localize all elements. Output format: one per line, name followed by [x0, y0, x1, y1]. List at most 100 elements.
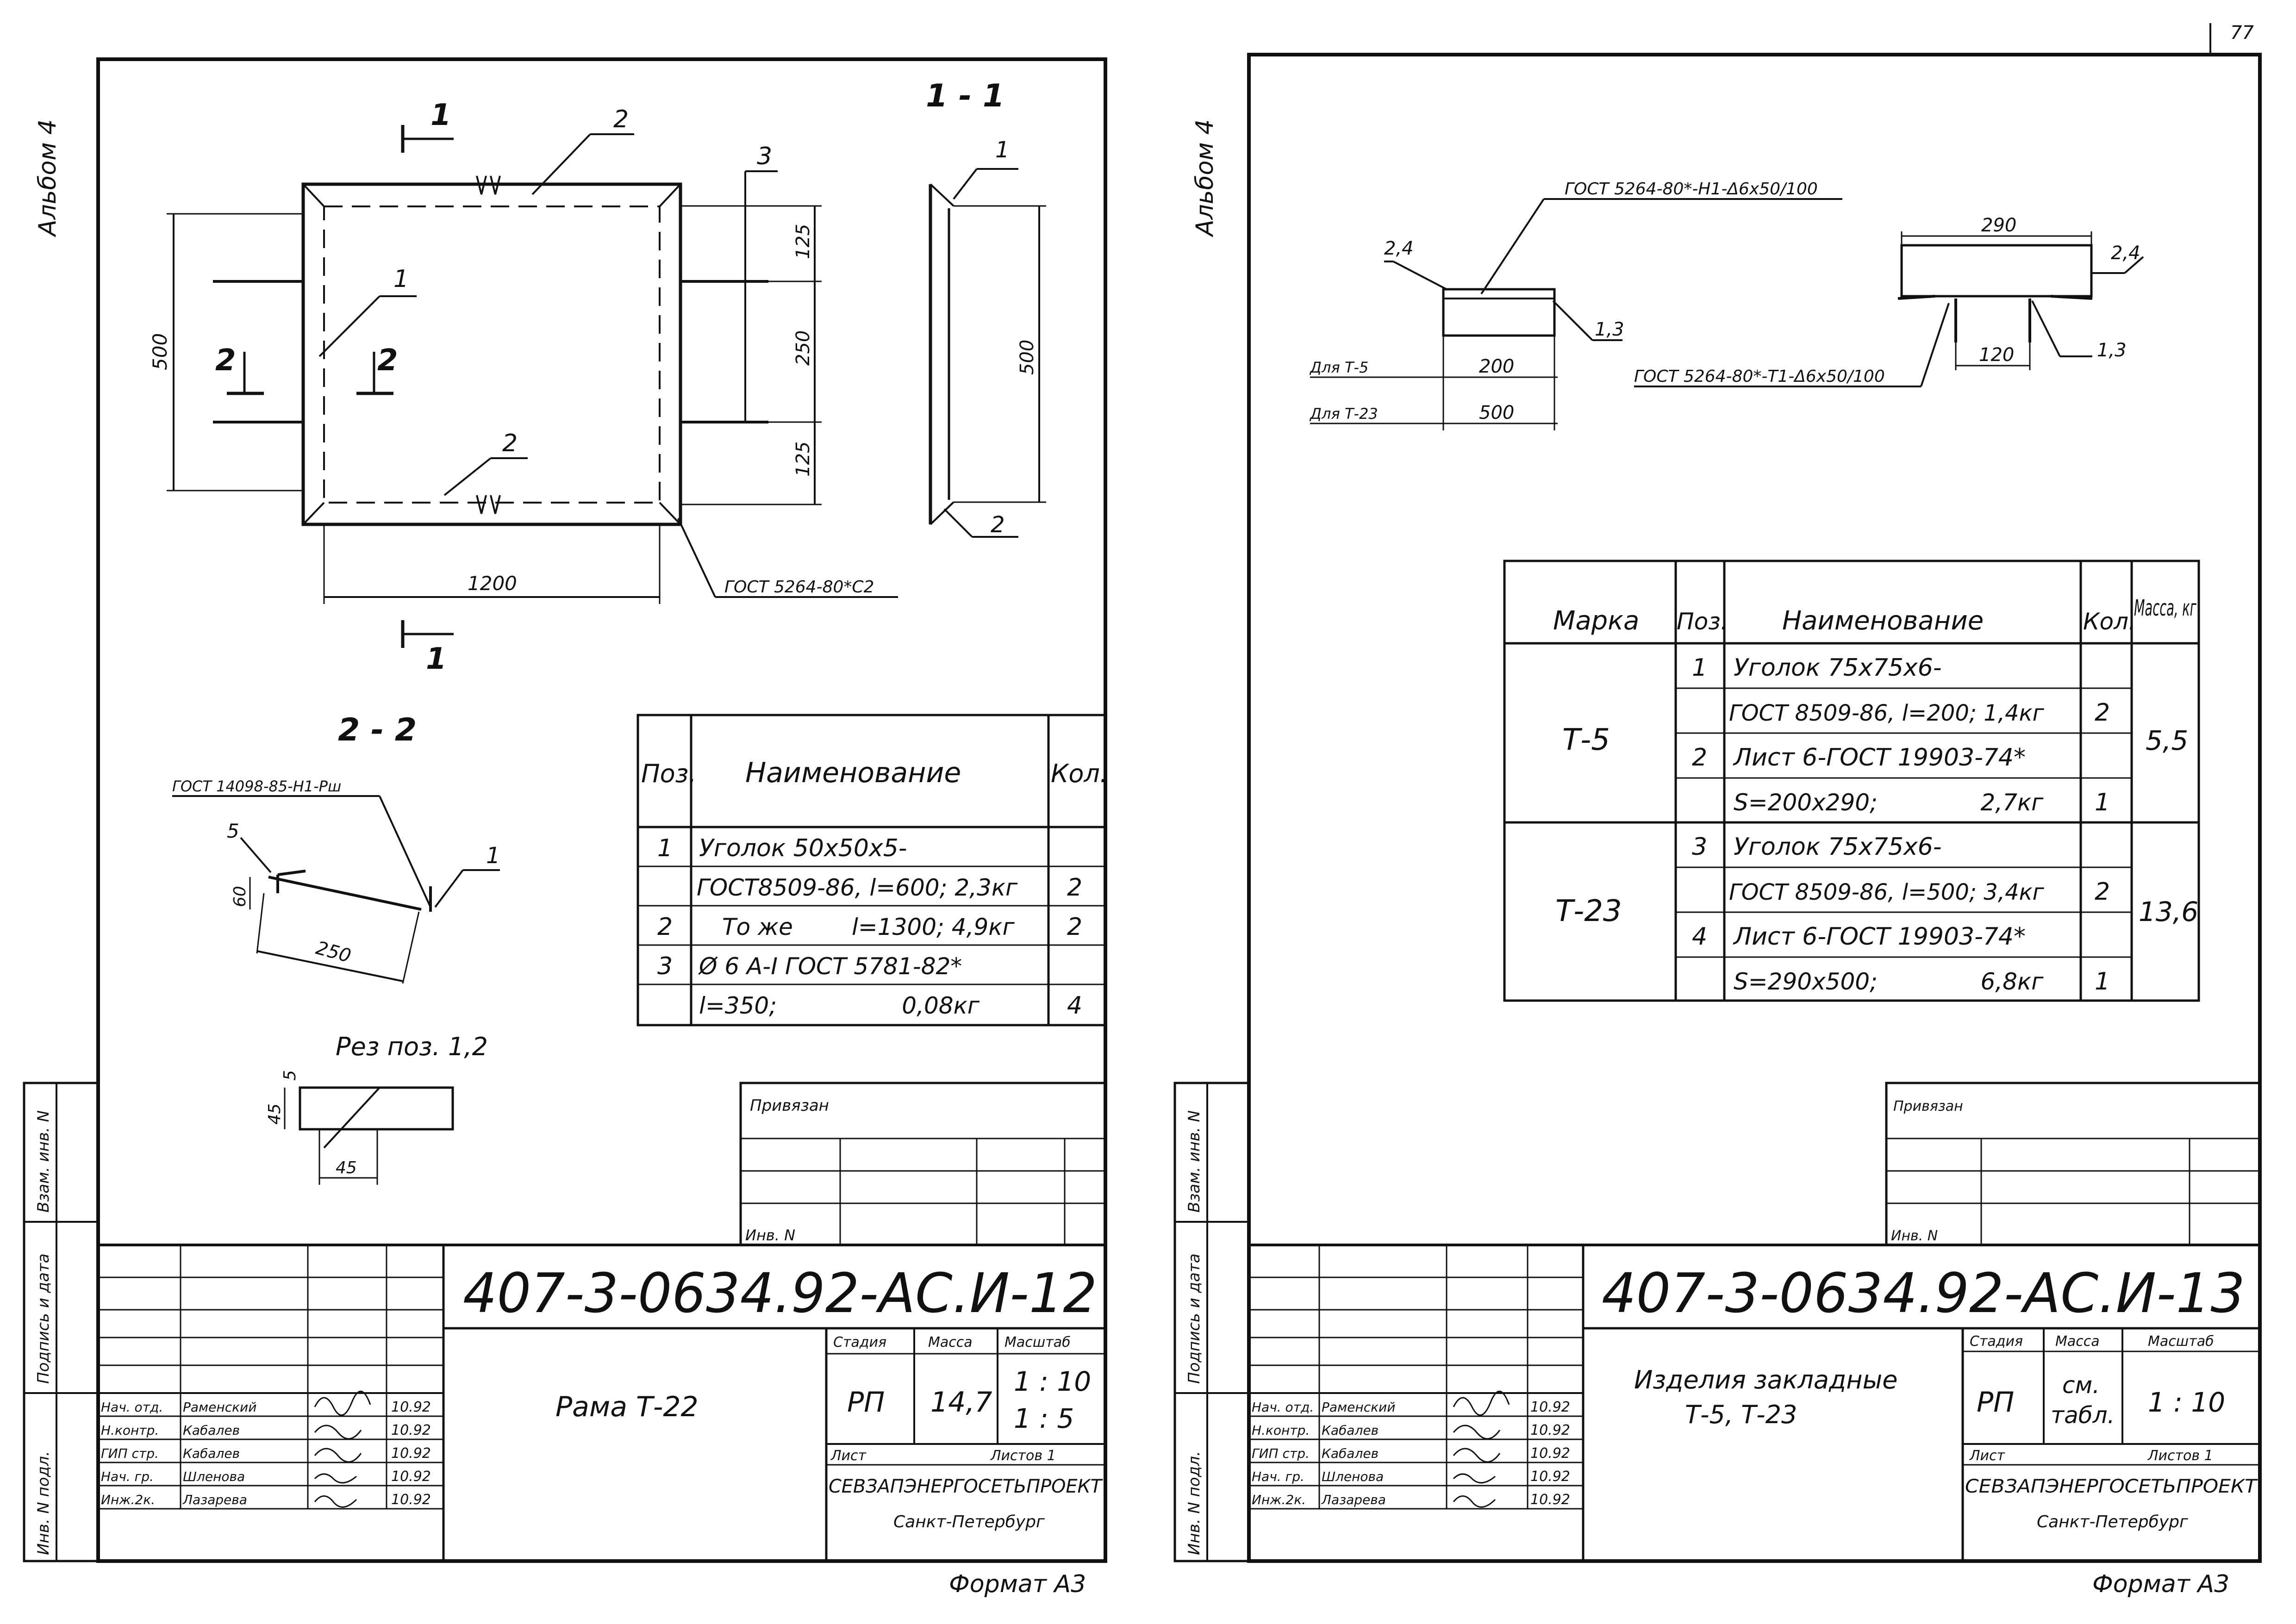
signer-4-date-left: 10.92	[391, 1468, 431, 1485]
scale-header-left: Масштаб	[1004, 1334, 1071, 1350]
side-stamp-right-3: Инв. N подл.	[1185, 1451, 1204, 1555]
signer-2-role-left: Н.контр.	[101, 1423, 159, 1438]
signer-5-date-right: 10.92	[1530, 1492, 1570, 1508]
signer-1-date-left: 10.92	[391, 1399, 431, 1415]
spec-table-left	[636, 714, 1107, 1027]
section-pos-2: 2	[991, 512, 1005, 538]
pos-label-2-top: 2	[613, 106, 629, 133]
t5-row-3-name: Лист 6-ГОСТ 19903-74*	[1733, 744, 2026, 772]
t5-row-4-name: S=200х290; 2,7кг	[1734, 789, 2044, 816]
marks-table	[1503, 560, 2200, 1002]
pos-label-3: 3	[757, 143, 772, 170]
signer-3-date-left: 10.92	[391, 1445, 431, 1462]
org-name-right: СЕВЗАПЭНЕРГОСЕТЬПРОЕКТ	[1965, 1476, 2259, 1497]
mass-t23: 13,6	[2139, 896, 2198, 927]
format-left: Формат А3	[949, 1570, 1086, 1598]
privyazan-label-right: Привязан	[1893, 1098, 1963, 1114]
section-2-2-view	[172, 795, 500, 984]
signer-3-name-right: Кабалев	[1322, 1446, 1379, 1461]
cut-caption: Рез поз. 1,2	[336, 1032, 488, 1061]
signer-1-name-right: Раменский	[1322, 1400, 1395, 1415]
spec-row-1-name: Уголок 50х50х5-	[699, 834, 907, 862]
table-header-name: Наименование	[1782, 606, 1984, 636]
dim-120: 120	[1979, 344, 2014, 366]
signatures-left	[314, 1390, 371, 1508]
dim-290: 290	[1981, 215, 2016, 236]
gost-14098-note: ГОСТ 14098-85-Н1-Рш	[172, 778, 341, 795]
mass-t5: 5,5	[2146, 725, 2188, 756]
title-block-left	[97, 1244, 1107, 1562]
title-left: Рама Т-22	[555, 1391, 699, 1423]
mark-t5: Т-5	[1562, 723, 1610, 757]
t5-row-3-pos: 2	[1692, 744, 1707, 772]
t23-row-1-pos: 3	[1692, 833, 1707, 861]
stage-header-left: Стадия	[833, 1334, 886, 1350]
label-for-t5: Для Т-5	[1309, 359, 1368, 376]
mass-value-right-2: табл.	[2051, 1402, 2115, 1429]
pos-label-2-bottom: 2	[502, 429, 518, 457]
scale-value-1-left: 1 : 10	[1014, 1366, 1091, 1397]
side-stamp-right-2: Подпись и дата	[1185, 1253, 1204, 1384]
mass-value-left: 14,7	[930, 1386, 992, 1419]
dim-500-right: 500	[1479, 402, 1514, 423]
signatures-right	[1453, 1390, 1510, 1508]
t5-row-2-name: ГОСТ 8509-86, l=200; 1,4кг	[1729, 700, 2045, 726]
signer-1-date-right: 10.92	[1530, 1399, 1570, 1415]
format-right: Формат А3	[2092, 1570, 2229, 1598]
signer-4-name-left: Шленова	[183, 1469, 245, 1484]
section22-pos-1: 1	[486, 843, 500, 869]
mass-header-right: Масса	[2055, 1333, 2100, 1350]
page-number: 77	[2230, 22, 2254, 44]
t5-row-2-qty: 2	[2095, 699, 2110, 727]
spec-header-name: Наименование	[745, 757, 961, 789]
section22-pos-5: 5	[227, 820, 239, 842]
dim-125-top: 125	[792, 224, 814, 259]
sheet-label-right: Лист	[1969, 1448, 2006, 1464]
inv-no-label-right: Инв. N	[1891, 1228, 1938, 1244]
spec-header-qty: Кол.	[1051, 759, 1108, 788]
side-stamp-right-1: Взам. инв. N	[1185, 1110, 1204, 1213]
signer-2-name-right: Кабалев	[1322, 1423, 1379, 1438]
city-left: Санкт-Петербург	[893, 1512, 1045, 1531]
spec-row-5-qty: 4	[1067, 992, 1082, 1020]
signer-3-name-left: Кабалев	[183, 1446, 240, 1461]
cut-mark-1-top: 1	[430, 98, 451, 132]
signer-1-name-left: Раменский	[183, 1400, 256, 1415]
spec-header-pos: Поз.	[641, 759, 697, 788]
dim-1200: 1200	[468, 572, 517, 595]
signer-5-role-left: Инж.2к.	[101, 1492, 155, 1507]
spec-row-1-pos: 1	[657, 834, 673, 862]
stage-value-right: РП	[1977, 1386, 2014, 1419]
cut-mark-2-left: 2	[215, 343, 236, 378]
gost-c2-note: ГОСТ 5264-80*С2	[724, 578, 874, 597]
dim-45-horizontal: 45	[336, 1158, 357, 1177]
org-name-left: СЕВЗАПЭНЕРГОСЕТЬПРОЕКТ	[829, 1476, 1104, 1497]
signer-3-date-right: 10.92	[1530, 1445, 1570, 1462]
spec-row-2-name: ГОСТ8509-86, l=600; 2,3кг	[697, 874, 1018, 901]
table-header-pos: Поз.	[1677, 608, 1728, 635]
section-2-2-title: 2 - 2	[338, 712, 417, 748]
pos-1-3-left: 1,3	[1595, 319, 1624, 340]
table-header-qty: Кол.	[2083, 608, 2136, 635]
signer-3-role-left: ГИП стр.	[101, 1446, 159, 1461]
cut-mark-2-right: 2	[377, 343, 398, 378]
spec-row-5-name: l=350; 0,08кг	[699, 992, 980, 1019]
signer-1-role-right: Нач. отд.	[1252, 1400, 1314, 1415]
label-for-t23: Для Т-23	[1309, 405, 1378, 423]
t23-row-2-name: ГОСТ 8509-86, l=500; 3,4кг	[1729, 879, 2045, 905]
title-right-line-2: Т-5, Т-23	[1685, 1400, 1797, 1429]
dim-5: 5	[281, 1070, 299, 1081]
scale-header-right: Масштаб	[2148, 1333, 2214, 1350]
signer-4-date-right: 10.92	[1530, 1468, 1570, 1485]
signer-5-role-right: Инж.2к.	[1252, 1492, 1306, 1507]
spec-row-2-qty: 2	[1067, 874, 1082, 902]
gost-bottom-note: ГОСТ 5264-80*-Т1-Δ6х50/100	[1634, 367, 1885, 386]
cut-detail-view	[284, 1086, 454, 1185]
scale-value-2-left: 1 : 5	[1014, 1403, 1074, 1434]
t23-row-3-name: Лист 6-ГОСТ 19903-74*	[1733, 923, 2026, 951]
spec-row-3-pos: 2	[657, 913, 673, 941]
side-stamp-left-1: Взам. инв. N	[34, 1110, 53, 1213]
inv-no-label-left: Инв. N	[745, 1226, 795, 1244]
mark-t23: Т-23	[1555, 894, 1622, 928]
